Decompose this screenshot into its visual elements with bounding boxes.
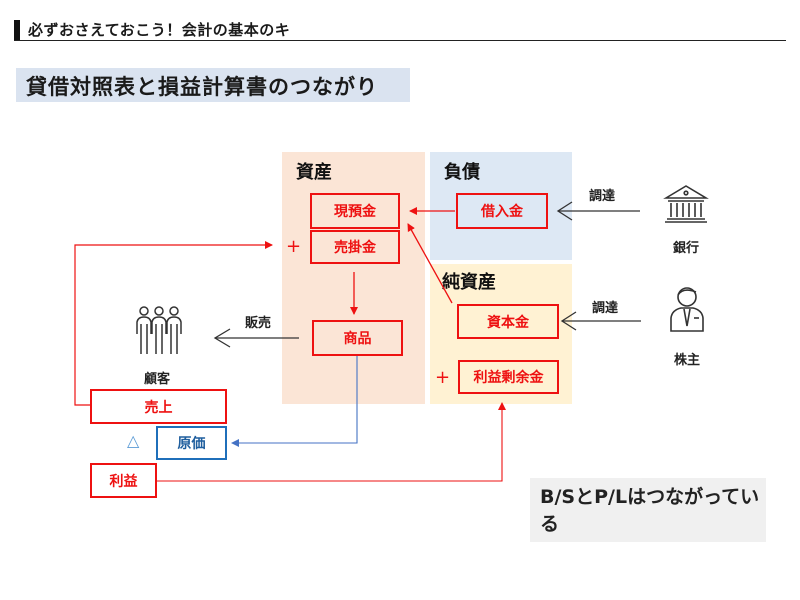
shareholder-funding-arrow <box>560 311 641 331</box>
liabilities-label: 負債 <box>444 162 480 183</box>
callout-text: B/SとP/Lはつながっている <box>540 486 760 535</box>
profit-box: 利益 <box>90 463 157 498</box>
inventory-to-cost-arrow <box>231 356 358 447</box>
minus-triangle-sign: △ <box>127 431 140 450</box>
assets-label: 資産 <box>296 162 332 183</box>
liabilities-panel: 負債 <box>430 152 572 260</box>
capital-to-cash-arrow <box>407 223 453 304</box>
inventory-box: 商品 <box>312 320 403 356</box>
retained-earnings-box: 利益剰余金 <box>458 360 559 394</box>
page-title: 貸借対照表と損益計算書のつながり <box>26 75 378 99</box>
shareholder-label: 株主 <box>674 353 701 368</box>
callout-box <box>530 478 766 542</box>
header-accent-bar <box>14 20 20 40</box>
accounts-receivable-box: 売掛金 <box>310 230 400 264</box>
equity-plus-sign: + <box>435 367 451 388</box>
businessman-icon <box>670 287 704 332</box>
loans-payable-box: 借入金 <box>456 193 548 229</box>
header-text: 必ずおさえておこう！会計の基本のキ <box>28 21 291 39</box>
sales-flow-label: 販売 <box>245 316 272 331</box>
sales-box: 売上 <box>90 389 227 424</box>
title-background <box>16 68 410 102</box>
assets-plus-sign: + <box>286 236 302 257</box>
sale-arrow <box>213 328 299 348</box>
bank-funding-arrow <box>556 201 640 221</box>
customers-label: 顧客 <box>144 372 171 387</box>
header-divider <box>14 40 786 41</box>
equity-panel: 純資産 <box>430 264 572 404</box>
bank-icon <box>663 185 709 223</box>
shareholder-flow-label: 調達 <box>592 301 619 316</box>
equity-label: 純資産 <box>442 272 496 293</box>
profit-to-retained-earnings-arrow <box>157 402 506 482</box>
capital-stock-box: 資本金 <box>457 304 559 339</box>
sales-to-receivable-arrow <box>74 241 273 406</box>
cost-box: 原価 <box>156 426 227 460</box>
cash-deposits-box: 現預金 <box>310 193 400 229</box>
bank-label: 銀行 <box>673 241 700 256</box>
people-group-icon <box>136 306 182 354</box>
bank-flow-label: 調達 <box>589 189 616 204</box>
